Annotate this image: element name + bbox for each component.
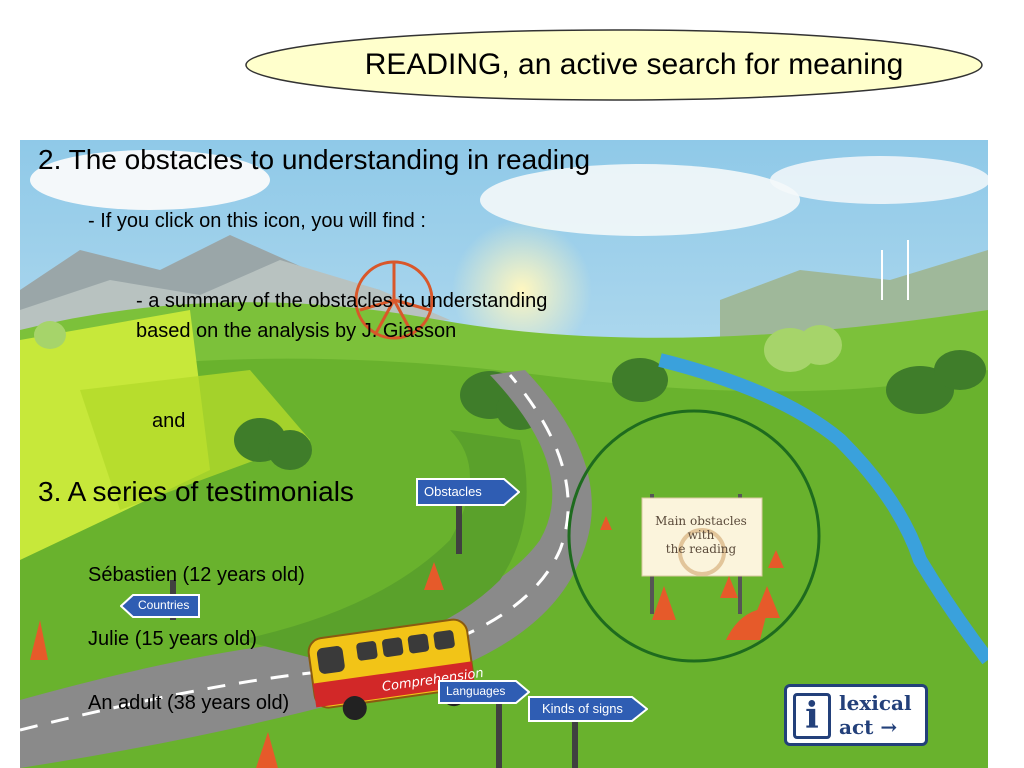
board-line1: Main obstacles bbox=[655, 514, 747, 528]
sign-kinds-of-signs-label: Kinds of signs bbox=[542, 701, 623, 716]
testimonial-link[interactable]: Julie (15 years old) bbox=[88, 628, 257, 650]
icon-hint: - If you click on this icon, you will fi… bbox=[88, 210, 426, 232]
testimonial-link[interactable]: An adult (38 years old) bbox=[88, 692, 290, 714]
sign-countries[interactable]: Countries bbox=[120, 594, 200, 618]
lexical-act-line2: act → bbox=[839, 715, 898, 739]
info-icon: i bbox=[793, 693, 831, 739]
sign-obstacles[interactable]: Obstacles bbox=[416, 478, 520, 506]
sign-languages[interactable]: Languages bbox=[438, 680, 530, 704]
sign-kinds-of-signs[interactable]: Kinds of signs bbox=[528, 696, 648, 722]
lexical-act-line1: lexical bbox=[839, 691, 912, 715]
landscape-illustration: Comprehension bbox=[20, 140, 988, 768]
testimonial-link[interactable]: Sébastien (12 years old) bbox=[88, 564, 305, 586]
and-text: and bbox=[152, 410, 186, 432]
board-line3: the reading bbox=[665, 542, 737, 556]
highlight-circle bbox=[567, 409, 821, 663]
summary-line1: - a summary of the obstacles to understa… bbox=[136, 290, 548, 312]
section3-heading: 3. A series of testimonials bbox=[38, 476, 354, 507]
summary-line2: based on the analysis by J. Giasson bbox=[136, 320, 457, 342]
section2-heading: 2. The obstacles to understanding in rea… bbox=[38, 144, 591, 175]
slide-title: READING, an active search for meaning bbox=[364, 48, 904, 81]
obstacles-board-icon[interactable]: Main obstacles with the reading bbox=[642, 498, 762, 576]
sign-languages-label: Languages bbox=[446, 684, 506, 698]
sign-countries-label: Countries bbox=[138, 598, 190, 612]
board-line2: with bbox=[687, 528, 715, 542]
sign-obstacles-label: Obstacles bbox=[424, 484, 482, 499]
lexical-act-button[interactable]: i lexical act → bbox=[784, 684, 928, 746]
title-banner: READING, an active search for meaning bbox=[244, 28, 984, 102]
